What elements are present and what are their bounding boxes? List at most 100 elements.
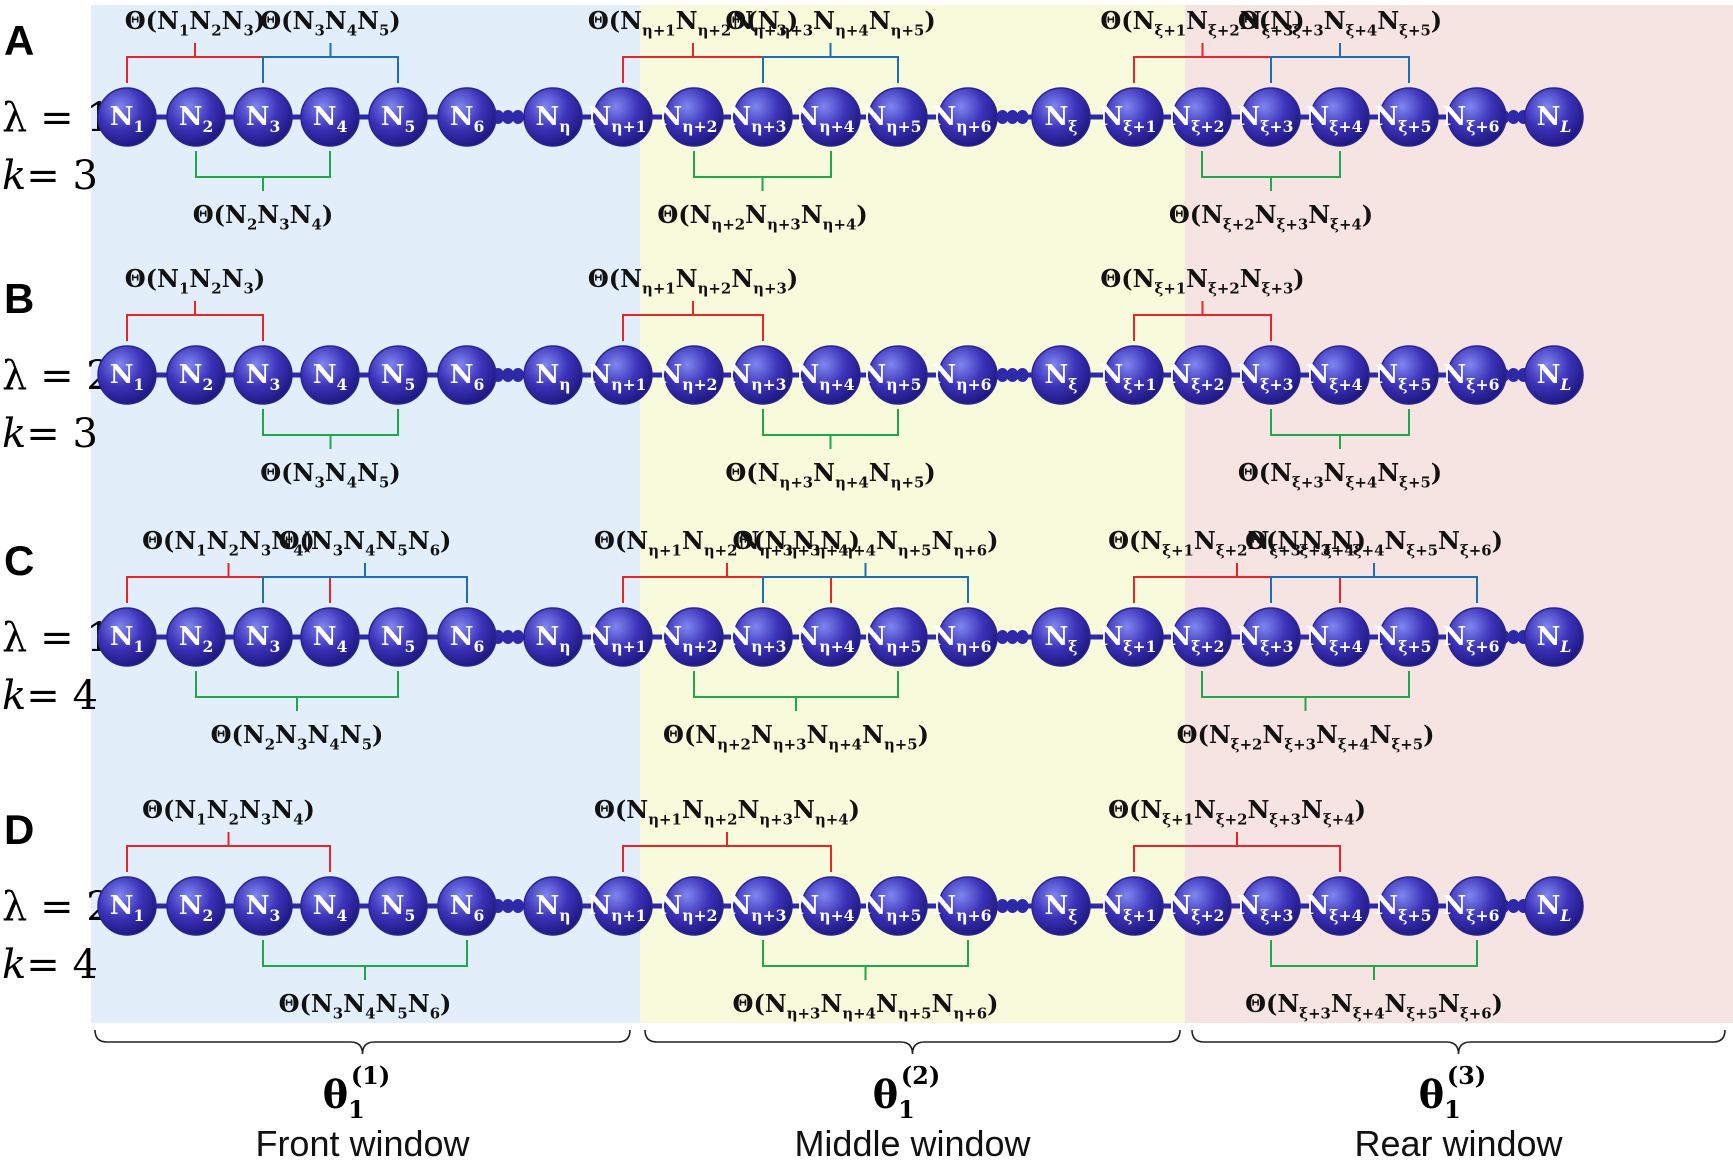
node: Nξ+4 [1306, 607, 1370, 667]
combination-label: Θ(Nη+1​Nη+2​Nη+3​) [588, 264, 798, 298]
combination-label: Θ(Nξ+3​Nξ+4​Nξ+5​) [1238, 458, 1442, 492]
node: Nξ+3 [1237, 345, 1301, 405]
window-title: Front window [255, 1123, 470, 1164]
node: Nξ+4 [1306, 345, 1370, 405]
node: Nη+1 [587, 87, 653, 147]
node-label: Nξ+2 [1168, 622, 1225, 656]
node-label: Nξ+1 [1100, 891, 1157, 925]
node-label: N4 [313, 102, 348, 136]
node: N5 [368, 87, 428, 147]
lambda-label: λ = 1 [2, 615, 112, 661]
node-label: Nη+2 [658, 102, 717, 136]
node-label: Nξ+3 [1237, 891, 1294, 925]
combination-label: Θ(Nη+3​Nη+4​Nη+5​Nη+6​) [733, 526, 999, 560]
node: N2 [166, 345, 226, 405]
node-label: Nη+5 [862, 622, 921, 656]
panel-a: Aλ = 1k= 3Θ(N1​N2​N3​)Θ(N3​N4​N5​)Θ(N2​N… [2, 6, 1584, 234]
window-footer-1: θ1(1)Front window [94, 1029, 631, 1164]
node-label: NL [1537, 622, 1572, 656]
node-label: Nη+6 [932, 622, 991, 656]
node-label: Nξ+4 [1306, 622, 1363, 656]
bracket-blue: Θ(Nη+3​Nη+4​Nη+5​) [725, 6, 936, 83]
bracket-green: Θ(N2​N3​N4​) [193, 151, 333, 234]
node: N5 [368, 345, 428, 405]
node: Nη+5 [862, 607, 928, 667]
bracket-green: Θ(N3​N4​N5​N6​) [262, 940, 468, 1023]
node-label: Nξ [1044, 891, 1077, 925]
ellipsis-dot [1016, 368, 1029, 382]
node-label: Nη+5 [862, 891, 921, 925]
node-label: Nξ+3 [1237, 102, 1294, 136]
node-label: Nη+3 [727, 102, 786, 136]
node: N4 [300, 87, 360, 147]
bracket-green: Θ(Nξ+2​Nξ+3​Nξ+4​) [1169, 151, 1373, 234]
node: N1 [97, 607, 157, 667]
window-background-1 [91, 5, 640, 1023]
node-label: Nη [535, 622, 570, 656]
node-label: Nη+6 [932, 360, 991, 394]
node-label: Nη+6 [932, 891, 991, 925]
window-title: Rear window [1354, 1123, 1563, 1164]
node-label: Nη [535, 891, 570, 925]
node-label: Nη+5 [862, 102, 921, 136]
node-label: Nξ+2 [1168, 891, 1225, 925]
node-label: Nξ+4 [1306, 102, 1363, 136]
combination-label: Θ(Nη+1​Nη+2​Nη+3​Nη+4​) [594, 795, 860, 829]
bracket-blue: Θ(N3​N4​N5​N6​) [262, 526, 468, 603]
node: Nξ+3 [1237, 607, 1301, 667]
bracket-red: Θ(Nξ+1​Nξ+2​Nξ+3​Nξ+4​) [1108, 526, 1366, 603]
bracket-green: Θ(Nη+2​Nη+3​Nη+4​) [657, 151, 868, 234]
ellipsis-dot [996, 899, 1009, 913]
combination-label: Θ(N3​N4​N5​) [260, 6, 401, 40]
node: Nη+5 [862, 87, 928, 147]
node-label: Nξ+5 [1375, 102, 1432, 136]
node: N1 [97, 876, 157, 936]
node: N5 [368, 876, 428, 936]
window-brace [1191, 1029, 1726, 1055]
node: Nη+3 [727, 87, 793, 147]
combination-label: Θ(Nξ+3​Nξ+4​Nξ+5​Nξ+6​) [1245, 989, 1503, 1023]
node: Nξ+1 [1100, 87, 1164, 147]
ellipsis-dot [1006, 899, 1019, 913]
window-theta: θ1(2) [873, 1061, 940, 1124]
bracket-red: Θ(N1​N2​N3​) [125, 6, 265, 83]
node-label: N2 [179, 360, 214, 394]
ellipsis-dot [996, 110, 1009, 124]
node: Nξ+6 [1443, 607, 1507, 667]
bracket-green: Θ(Nη+2​Nη+3​Nη+4​Nη+5​) [663, 671, 929, 754]
node: Nξ+2 [1168, 876, 1232, 936]
combination-label: Θ(Nξ+1​Nξ+2​Nξ+3​Nξ+4​) [1108, 795, 1366, 829]
bracket-green: Θ(Nξ+3​Nξ+4​Nξ+5​) [1238, 409, 1442, 492]
ellipsis-dot [1016, 110, 1029, 124]
node: Nη+6 [932, 607, 998, 667]
node-label: Nη+5 [862, 360, 921, 394]
node: NL [1524, 607, 1584, 667]
node-label: Nη+2 [658, 360, 717, 394]
bracket-red: Θ(N1​N2​N3​) [125, 264, 265, 341]
ellipsis-dot [502, 110, 514, 124]
k-label: k= 3 [2, 411, 98, 457]
node-label: N1 [110, 622, 145, 656]
bracket-red: Θ(Nξ+1​Nξ+2​Nξ+3​) [1100, 264, 1305, 341]
ellipsis-dot [1507, 368, 1520, 382]
node: Nη+3 [727, 876, 793, 936]
combination-label: Θ(N3​N4​N5​N6​) [279, 526, 452, 560]
node: Nξ+4 [1306, 87, 1370, 147]
window-background-3 [1185, 5, 1733, 1023]
node: Nη+4 [795, 876, 861, 936]
ellipsis-dot [1016, 899, 1029, 913]
node: N4 [300, 876, 360, 936]
ellipsis-dot [1507, 110, 1520, 124]
node: Nξ+4 [1306, 876, 1370, 936]
node-label: Nη+4 [795, 891, 854, 925]
node-label: Nξ+1 [1100, 622, 1157, 656]
window-brace [644, 1029, 1181, 1055]
window-footer-2: θ1(2)Middle window [644, 1029, 1181, 1164]
node: Nξ+1 [1100, 607, 1164, 667]
panel-c: Cλ = 1k= 4Θ(N1​N2​N3​N4​)Θ(N3​N4​N5​N6​)… [2, 526, 1584, 754]
node: Nξ+1 [1100, 345, 1164, 405]
node: Nξ+1 [1100, 876, 1164, 936]
ellipsis-dot [996, 368, 1009, 382]
ellipsis-dot [1006, 110, 1019, 124]
